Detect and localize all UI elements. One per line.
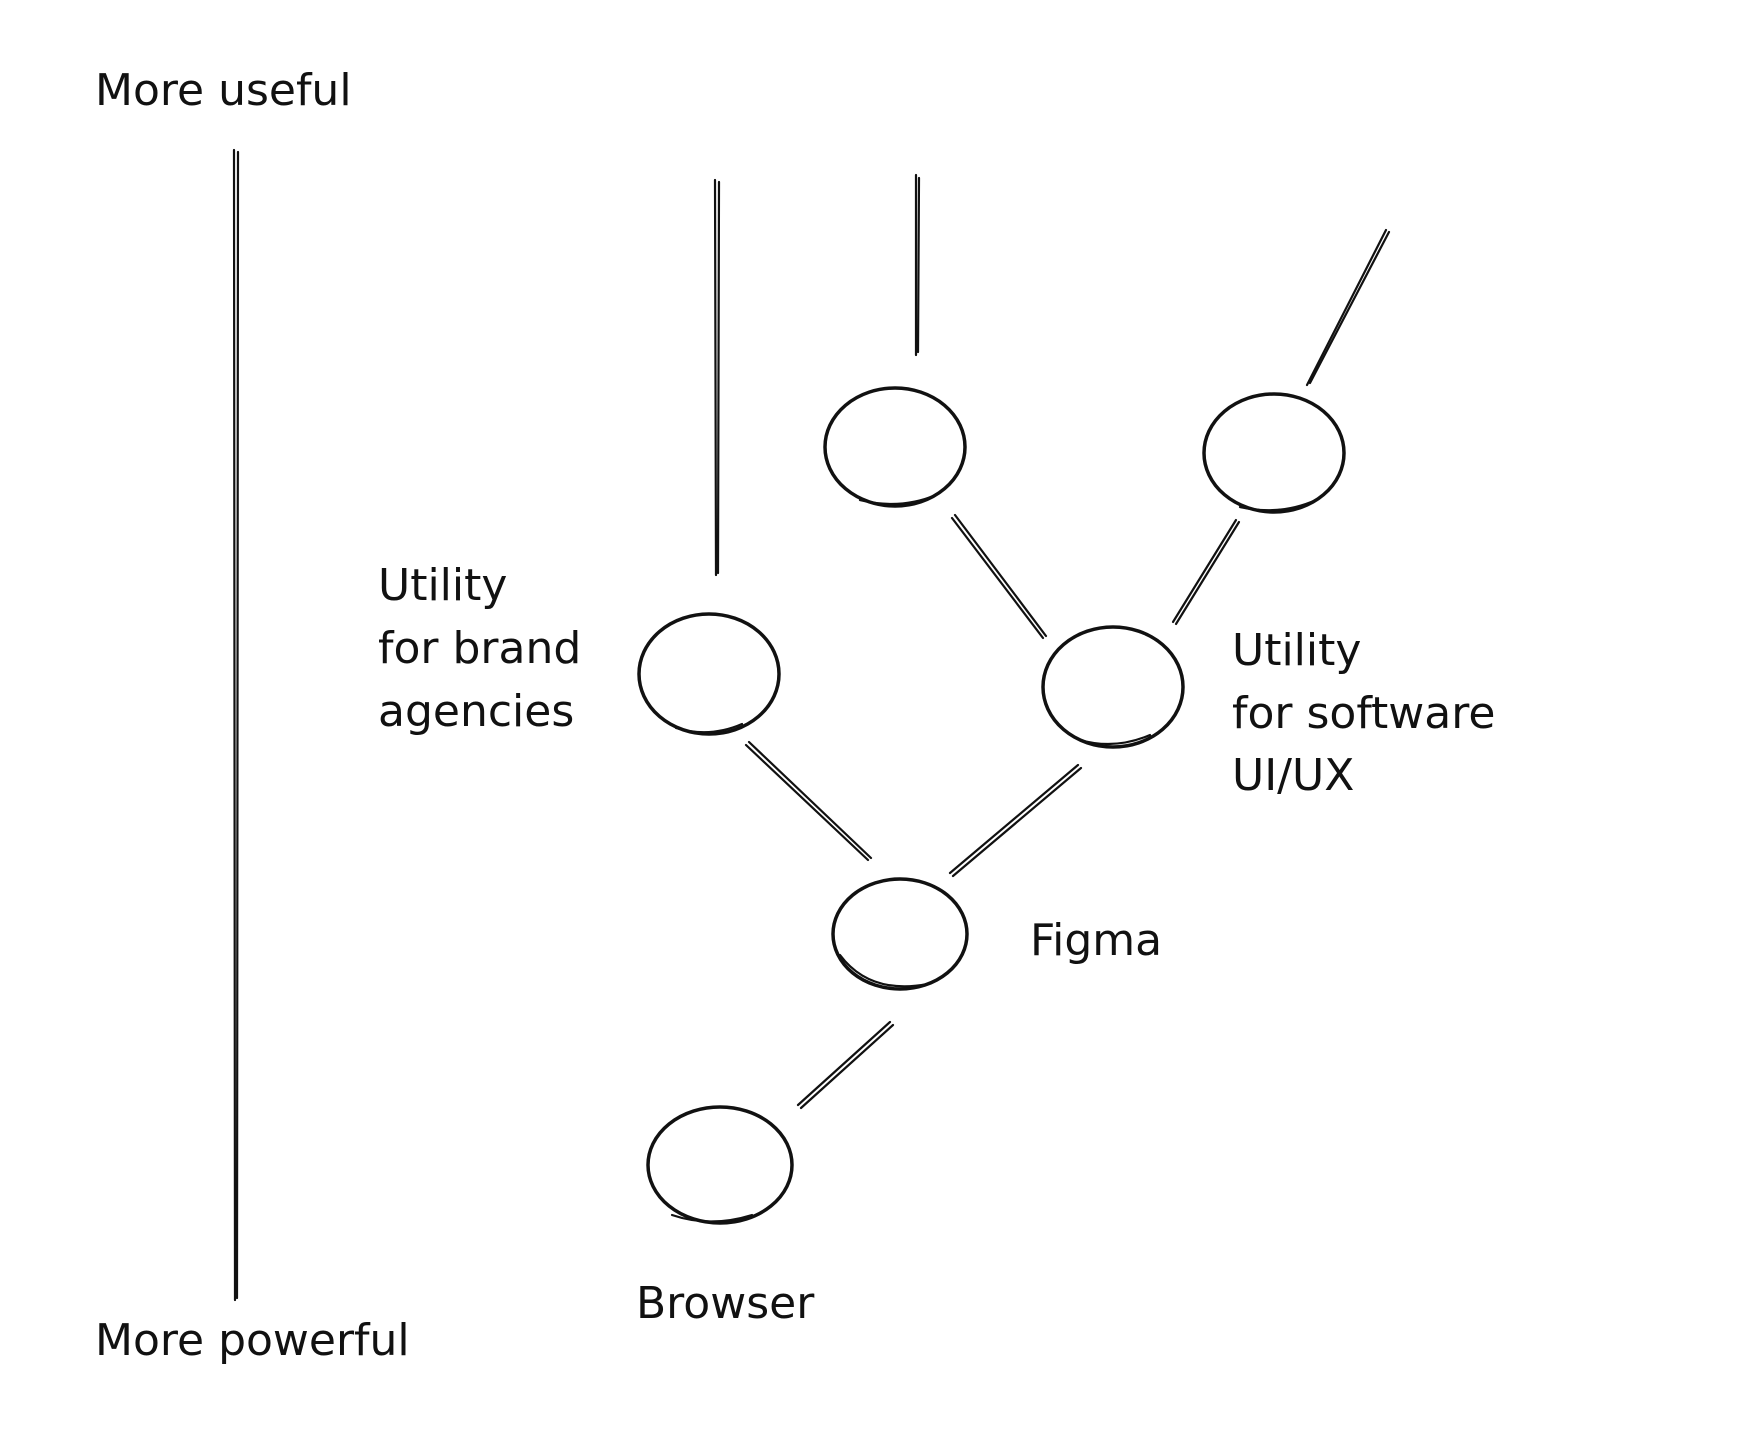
label-software-line-1: Utility bbox=[1232, 625, 1361, 676]
node-browser bbox=[646, 1105, 794, 1225]
label-software: Utility for software UI/UX bbox=[1232, 625, 1495, 801]
node-software bbox=[1041, 625, 1185, 749]
edge-brand-up bbox=[713, 178, 718, 577]
label-brand: Utility for brand agencies bbox=[378, 560, 581, 737]
label-software-line-3: UI/UX bbox=[1232, 750, 1354, 801]
node-brand bbox=[637, 612, 781, 736]
axis-bottom-label: More powerful bbox=[95, 1315, 410, 1366]
branch-lines bbox=[713, 173, 1391, 1110]
label-software-line-2: for software bbox=[1232, 688, 1495, 739]
edge-top-middle-software bbox=[950, 516, 1045, 640]
node-top-middle bbox=[823, 386, 967, 508]
edge-software-figma bbox=[948, 763, 1080, 875]
label-brand-line-1: Utility bbox=[378, 560, 507, 611]
label-figma: Figma bbox=[1030, 915, 1162, 966]
edge-top-right-software bbox=[1171, 518, 1238, 624]
edge-brand-figma bbox=[744, 743, 870, 862]
node-top-right bbox=[1202, 392, 1346, 514]
label-brand-line-2: for brand bbox=[378, 623, 581, 674]
label-brand-line-3: agencies bbox=[378, 686, 574, 737]
node-figma bbox=[831, 877, 969, 991]
edge-figma-browser bbox=[796, 1020, 892, 1107]
label-browser: Browser bbox=[636, 1278, 815, 1329]
edge-top-right-up bbox=[1305, 228, 1388, 387]
vertical-axis-line bbox=[232, 148, 240, 1302]
axis-top-label: More useful bbox=[95, 65, 352, 116]
